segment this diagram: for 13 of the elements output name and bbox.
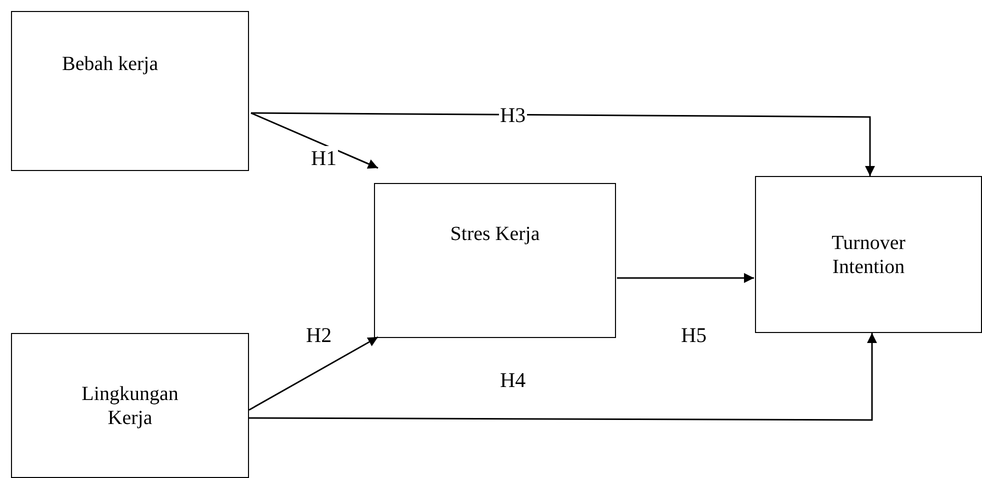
concept-box xyxy=(374,183,616,338)
node-text: Lingkungan Kerja xyxy=(80,382,180,430)
arrow xyxy=(251,112,875,176)
node-text: Bebah kerja xyxy=(62,52,158,76)
concept-box xyxy=(11,333,249,478)
arrow xyxy=(617,273,754,283)
concept-box xyxy=(755,176,982,333)
arrow xyxy=(250,112,378,169)
arrow xyxy=(249,333,877,421)
node-text: Stres Kerja xyxy=(450,222,540,246)
concept-box xyxy=(11,11,249,171)
arrow xyxy=(248,336,378,411)
node-text: Turnover Intention xyxy=(830,230,906,278)
